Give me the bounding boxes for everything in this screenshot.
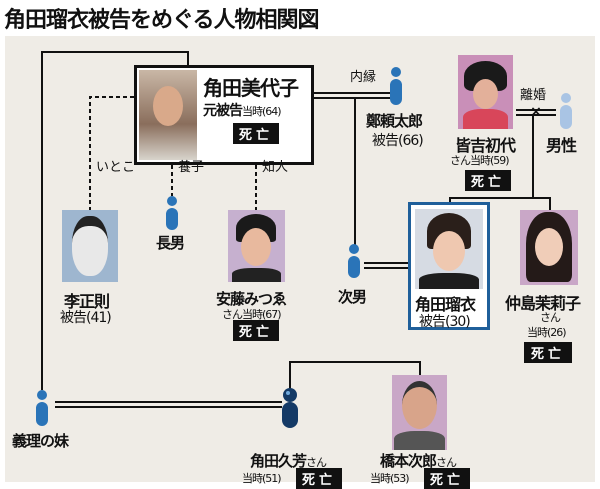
person-card-rui: 角田瑠衣 被告(30) (408, 202, 490, 330)
name-sister: 義理の妹 (12, 432, 69, 450)
san-nakashima: さん (540, 311, 561, 324)
line-top-left (41, 51, 189, 390)
name-rui: 角田瑠衣 (415, 295, 476, 314)
line-hashimoto (289, 361, 421, 390)
dead-badge: 死亡 (524, 342, 572, 363)
photo-minayoshi (458, 55, 513, 129)
name-hashimoto: 橋本次郎さん (380, 450, 457, 471)
name-minayoshi: 皆吉初代 (455, 136, 516, 155)
photo-miyoko (139, 70, 197, 160)
divorce-x-mark: × (530, 104, 542, 120)
label-cousin: いとこ (96, 160, 136, 175)
dead-badge: 死亡 (233, 123, 279, 144)
name-hisayoshi: 角田久芳さん (250, 450, 327, 471)
label-divorce: 離婚 (520, 88, 547, 103)
name-hisayoshi-text: 角田久芳 (250, 452, 307, 470)
photo-nakashima (520, 210, 578, 285)
san-hashimoto: さん (436, 456, 457, 469)
person-icon-eldest (166, 196, 178, 230)
person-icon-second (348, 244, 360, 278)
person-icon-sister (36, 390, 48, 426)
info-miyoko: 元被告当時(64) (203, 100, 282, 120)
person-card-miyoko: 角田美代子 元被告当時(64) 死亡 (134, 65, 314, 165)
name-second: 次男 (338, 288, 367, 306)
name-lee: 李正則 (64, 292, 110, 311)
age-miyoko: 当時(64) (242, 105, 282, 118)
age-hisayoshi: 当時(51) (242, 472, 282, 485)
dead-badge: 死亡 (296, 468, 342, 489)
photo-ando (228, 210, 285, 282)
name-miyoko: 角田美代子 (203, 76, 299, 100)
dead-badge: 死亡 (424, 468, 470, 489)
role-lee: 被告(41) (60, 310, 112, 326)
person-icon-tei (390, 67, 402, 105)
role-tei: 被告(66) (372, 133, 424, 149)
age-nakashima: 当時(26) (527, 326, 567, 339)
age-hashimoto: 当時(53) (370, 472, 410, 485)
name-nakashima: 仲島茉莉子 (505, 294, 581, 313)
name-tei: 鄭頼太郎 (366, 112, 423, 130)
age-minayoshi: さん当時(59) (450, 154, 510, 167)
page-title: 角田瑠衣被告をめぐる人物相関図 (4, 8, 320, 33)
label-common-law: 内縁 (350, 70, 377, 85)
name-eldest: 長男 (156, 234, 185, 252)
person-icon-hisayoshi (282, 388, 298, 428)
name-hashimoto-text: 橋本次郎 (380, 452, 437, 470)
age-ando: さん当時(67) (222, 308, 282, 321)
label-adopted: 養子 (178, 160, 205, 175)
photo-rui (415, 209, 483, 289)
photo-hashimoto (392, 375, 447, 450)
person-icon-male (560, 93, 572, 129)
label-acquaintance: 知人 (262, 160, 289, 175)
line-children-branch (449, 197, 551, 210)
dashed-cousin (89, 96, 134, 210)
dead-badge: 死亡 (233, 320, 279, 341)
role-rui: 被告(30) (419, 314, 471, 330)
photo-lee (62, 210, 118, 282)
name-male: 男性 (546, 136, 577, 155)
name-ando: 安藤みつゑ (216, 290, 287, 308)
san-hisayoshi: さん (306, 456, 327, 469)
dead-badge: 死亡 (465, 170, 511, 191)
role-miyoko: 元被告 (203, 103, 243, 119)
